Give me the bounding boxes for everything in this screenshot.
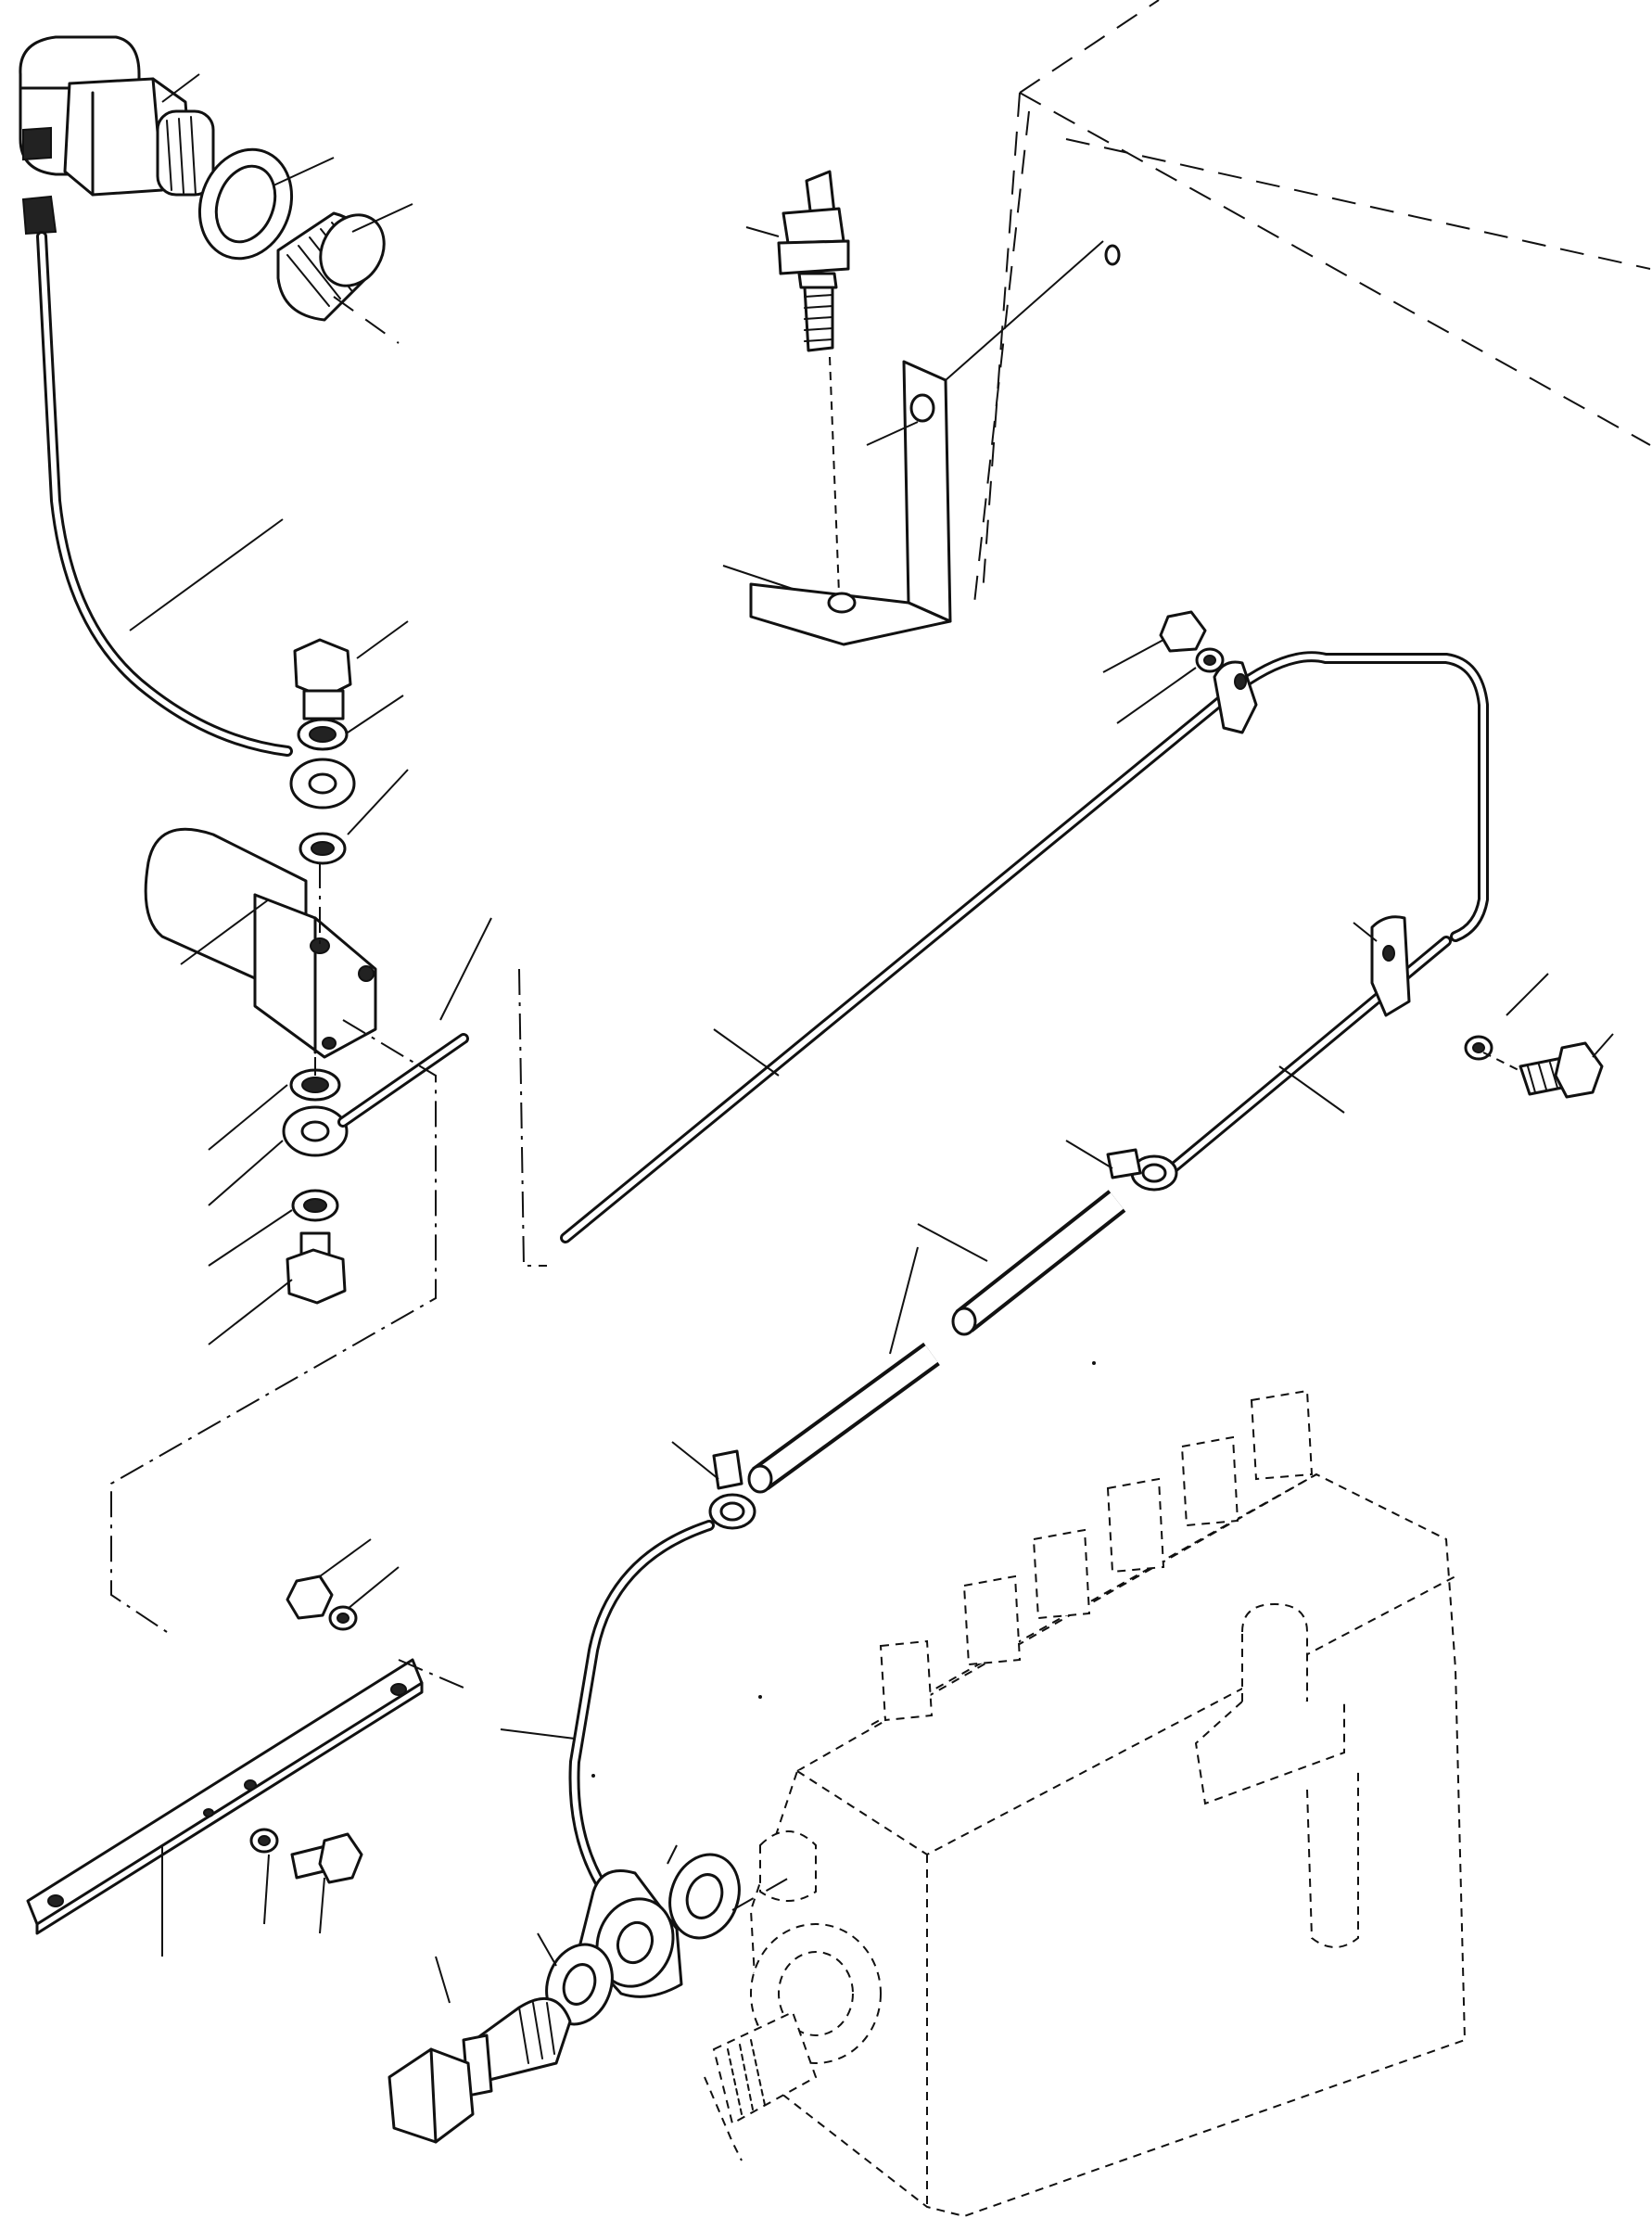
- pipe-clip-upper: [1102, 610, 1258, 734]
- mounting-bracket: [722, 240, 1121, 646]
- engine-panel-outline: [972, 0, 1651, 613]
- banjo-fitting-upper: [289, 620, 409, 865]
- hose-clamp-lower: [671, 1441, 756, 1530]
- stray-marks: [591, 1361, 1096, 1778]
- reducer-adapter: [276, 211, 386, 322]
- temperature-sender: [745, 170, 850, 594]
- pump-delivery-valves: [879, 1389, 1314, 1722]
- rubber-hose-lower: [747, 1246, 940, 1494]
- rubber-hose-upper: [917, 1190, 1126, 1336]
- banjo-fitting-lower: [208, 917, 492, 1345]
- sender-gasket: [197, 147, 294, 261]
- pressure-sender-unit: [19, 35, 215, 197]
- breather-pipe: [560, 651, 1489, 1243]
- pipe-clip-lower: [1167, 915, 1614, 1174]
- pressure-switch-block: [144, 827, 377, 1059]
- injection-pump-phantom: [704, 1389, 1467, 2218]
- mounting-plate: [26, 1538, 464, 1957]
- pump-inlet-banjo: [388, 1844, 798, 2144]
- sender-pipe: [21, 195, 293, 757]
- sender-leader-lines: [161, 73, 413, 344]
- pump-feed-pipe: [500, 1520, 715, 1906]
- hose-clamp-upper: [1065, 1140, 1178, 1192]
- reference-lines-left: [110, 968, 547, 1633]
